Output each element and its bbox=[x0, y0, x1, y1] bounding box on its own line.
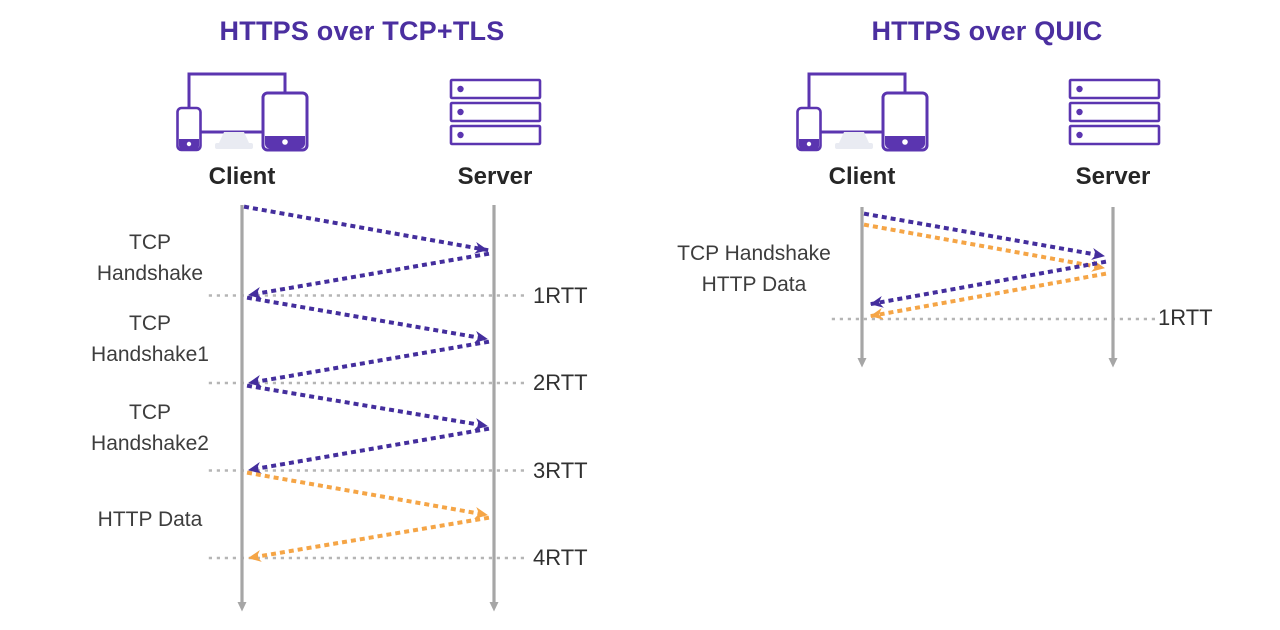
phase-label-quic-combined: TCP Handshake HTTP Data bbox=[677, 242, 831, 296]
right-server-stack-icon bbox=[1068, 78, 1161, 146]
rtt-marker-quic-1rtt: 1RTT bbox=[1158, 305, 1213, 330]
rtt-marker-3rtt: 3RTT bbox=[533, 458, 588, 483]
phase-label-http-data: HTTP Data bbox=[97, 508, 203, 531]
left-client-label: Client bbox=[208, 163, 276, 190]
right-client-label: Client bbox=[828, 163, 896, 190]
right-client-devices-icon bbox=[796, 72, 929, 152]
rtt-marker-2rtt: 2RTT bbox=[533, 370, 588, 395]
tcp-handshake-request-arrow bbox=[243, 204, 490, 254]
left-diagram-title: HTTPS over TCP+TLS bbox=[219, 16, 505, 46]
quic-handshake-response-arrow bbox=[868, 259, 1107, 308]
phase-label-tcp-handshake1: TCP Handshake1 bbox=[91, 312, 209, 366]
left-client-devices-icon bbox=[176, 72, 309, 152]
left-server-stack-icon bbox=[449, 78, 542, 146]
tcp-handshake2-request-arrow bbox=[246, 383, 490, 430]
rtt-marker-1rtt: 1RTT bbox=[533, 283, 588, 308]
left-timelines bbox=[237, 205, 499, 612]
tcp-handshake2-response-arrow bbox=[246, 426, 490, 474]
tcp-handshake1-response-arrow bbox=[246, 339, 490, 387]
rtt-marker-4rtt: 4RTT bbox=[533, 545, 588, 570]
left-rtt-gridlines bbox=[208, 294, 530, 560]
tcp-handshake-response-arrow bbox=[246, 251, 490, 299]
phase-label-tcp-handshake2: TCP Handshake2 bbox=[91, 401, 209, 455]
quic-data-response-arrow bbox=[868, 271, 1107, 320]
right-diagram-title: HTTPS over QUIC bbox=[871, 16, 1103, 46]
quic-data-request-arrow bbox=[863, 222, 1107, 272]
http-data-request-arrow bbox=[246, 470, 490, 519]
right-flow-arrows bbox=[863, 211, 1107, 320]
right-server-label: Server bbox=[1075, 163, 1151, 190]
phase-label-tcp-handshake: TCP Handshake bbox=[96, 231, 204, 285]
left-server-label: Server bbox=[457, 163, 533, 190]
tcp-handshake1-request-arrow bbox=[246, 295, 490, 343]
right-timelines bbox=[857, 207, 1118, 368]
quic-handshake-request-arrow bbox=[863, 211, 1107, 260]
http-data-response-arrow bbox=[246, 515, 490, 562]
